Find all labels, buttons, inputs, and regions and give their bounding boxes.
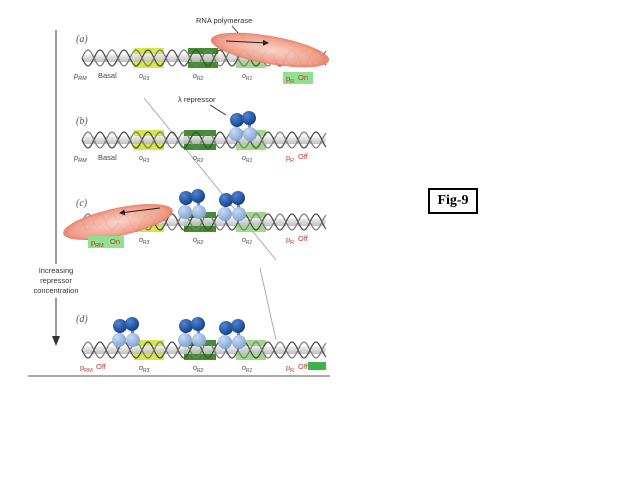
or2-label-b: oR2 <box>193 155 204 164</box>
panel-b: (b) λ repressor pRM Basal oR3 oR2 oR1 pR… <box>73 95 327 164</box>
basal-label-b: Basal <box>98 153 117 162</box>
panel-a-label: (a) <box>76 34 88 45</box>
rnap-arrow-a <box>225 39 269 46</box>
or2-label-d: oR2 <box>193 365 204 374</box>
side-label-line3: concentration <box>33 286 78 295</box>
rnap-blob-c <box>63 204 173 240</box>
or3-label-b: oR3 <box>139 155 150 164</box>
figure-tag: Fig-9 <box>428 188 478 214</box>
panel-b-label: (b) <box>76 116 88 127</box>
promoter-rm-box-c <box>88 236 124 248</box>
repressor-domain <box>113 319 127 333</box>
repressor-domain <box>191 189 205 203</box>
or1-label-c: oR1 <box>242 237 253 246</box>
panel-c-label: (c) <box>76 198 88 209</box>
panel-d-label: (d) <box>76 314 88 325</box>
repressor-domain <box>219 193 233 207</box>
status-b: Off <box>298 152 309 161</box>
dna-strand-line <box>81 341 327 359</box>
promoter-r-box-d <box>308 362 326 370</box>
repressor-domain <box>243 127 257 141</box>
promoter-rm-label-b: pRM <box>73 153 87 164</box>
repressor-domain <box>178 205 192 219</box>
panel-c: (c) pRM On oR3 oR2 oR1 pR Off <box>63 189 327 249</box>
dna-strand-b <box>81 131 327 149</box>
dna-strand-line <box>81 131 327 149</box>
or1-label-b: oR1 <box>242 155 253 164</box>
repressor-domain <box>192 205 206 219</box>
repressor-dimer-c-left <box>178 189 206 219</box>
side-label-line1: Increasing <box>39 266 74 275</box>
repressor-domain <box>231 319 245 333</box>
promoter-rm-label-d: pRM <box>80 363 93 374</box>
or3-label-c: oR3 <box>139 237 150 246</box>
repressor-domain <box>112 333 126 347</box>
repressor-domain <box>231 191 245 205</box>
repressor-domain <box>125 317 139 331</box>
repressor-domain <box>179 191 193 205</box>
repressor-domain <box>230 113 244 127</box>
repressor-dimer-b <box>229 111 257 141</box>
or2-label-c: oR2 <box>193 237 204 246</box>
panel-d: (d) pRM Off oR3 oR2 oR1 pR Off <box>76 314 327 374</box>
repressor-pointer-line <box>209 104 227 116</box>
promoter-rm-label-c: pRM <box>91 238 104 249</box>
concentration-arrow-head <box>52 336 60 346</box>
diagonal-guide-line-2 <box>259 267 277 341</box>
repressor-domain <box>192 333 206 347</box>
basal-label-a: Basal <box>98 71 117 80</box>
repressor-dimer-d-or3 <box>112 317 140 347</box>
repressor-domain <box>242 111 256 125</box>
or3-label-a: oR3 <box>139 73 150 82</box>
repressor-domain <box>232 335 246 349</box>
promoter-rm-label-a: pRM <box>73 71 87 82</box>
status-a: On <box>298 73 308 82</box>
repressor-domain <box>178 333 192 347</box>
promoter-r-label-d: pR <box>286 363 294 374</box>
repressor-domain <box>219 321 233 335</box>
status-left-d: Off <box>96 362 107 371</box>
rnap-arrow-c <box>119 207 161 216</box>
status-d: Off <box>298 362 309 371</box>
rnap-blob-a <box>210 32 330 68</box>
dna-strand-line <box>81 131 327 149</box>
or1-label-a: oR1 <box>242 73 253 82</box>
repressor-domain <box>218 207 232 221</box>
promoter-r-label-b: pR <box>286 153 294 164</box>
repressor-domain <box>179 319 193 333</box>
rnap-label: RNA polymerase <box>196 16 252 25</box>
repressor-domain <box>191 317 205 331</box>
panel-a: (a) RNA polymerase pRM Basal oR3 oR2 oR1… <box>73 16 330 85</box>
status-left-c: On <box>110 237 120 246</box>
or3-label-d: oR3 <box>139 365 150 374</box>
promoter-r-label-a: pR <box>286 74 294 85</box>
repressor-domain <box>229 127 243 141</box>
repressor-dimer-d-left <box>178 317 206 347</box>
repressor-domain <box>218 335 232 349</box>
side-label-bg <box>24 264 88 298</box>
or1-label-d: oR1 <box>242 365 253 374</box>
repressor-label: λ repressor <box>178 95 216 104</box>
side-label-line2: repressor <box>40 276 72 285</box>
promoter-r-label-c: pR <box>286 235 294 246</box>
repressor-domain <box>232 207 246 221</box>
promoter-r-box-a <box>283 72 313 84</box>
diagonal-guide-line <box>143 97 277 261</box>
status-c: Off <box>298 234 309 243</box>
or2-label-a: oR2 <box>193 73 204 82</box>
repressor-dimer-d-right <box>218 319 246 349</box>
repressor-domain <box>126 333 140 347</box>
repressor-dimer-c-right <box>218 191 246 221</box>
